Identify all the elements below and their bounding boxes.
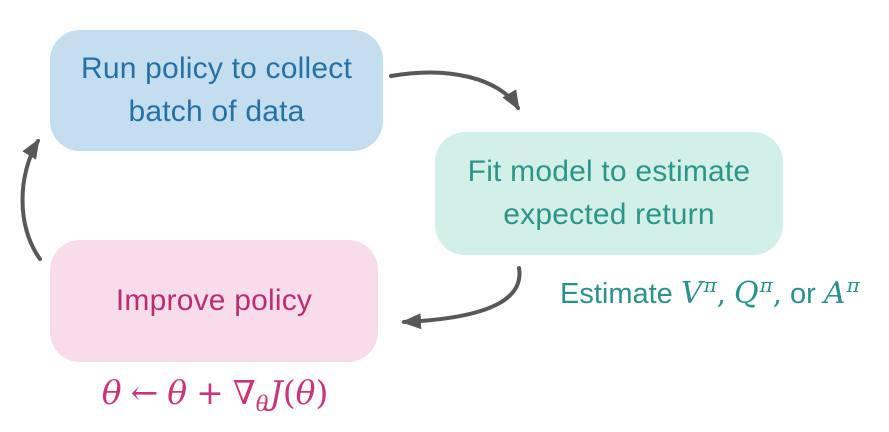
advantage-function-symbol: A — [823, 276, 846, 311]
or-word: or — [790, 278, 816, 310]
arrow-run-to-fit — [389, 70, 520, 111]
improve-policy-label: Improve policy — [115, 283, 313, 317]
run-policy-box: Run policy to collect batch of data — [50, 30, 383, 151]
arrow-improve-to-run — [20, 138, 42, 261]
comma: , — [772, 276, 782, 310]
theta-symbol: θ — [295, 373, 316, 412]
theta-subscript: θ — [255, 392, 269, 416]
pi-superscript: π — [846, 273, 860, 298]
fit-model-box: Fit model to estimate expected return — [435, 132, 783, 255]
fit-model-label-line1: Fit model to estimate — [467, 154, 751, 188]
run-policy-label-line1: Run policy to collect — [81, 51, 352, 85]
plus-operator: + — [196, 373, 224, 412]
objective-function-symbol: J — [269, 373, 283, 412]
comma: , — [716, 276, 726, 310]
left-arrow-operator: ← — [130, 373, 159, 412]
open-paren: ( — [282, 373, 296, 412]
policy-gradient-update-rule: θ←θ+∇θJ(θ) — [50, 373, 380, 415]
estimate-prefix: Estimate — [560, 278, 673, 310]
theta-symbol: θ — [167, 373, 188, 412]
close-paren: ) — [315, 373, 329, 412]
pi-superscript: π — [759, 273, 773, 298]
estimate-annotation: Estimate Vπ, Qπ, or Aπ — [560, 273, 889, 311]
pi-superscript: π — [703, 273, 717, 298]
arrow-fit-to-improve — [401, 266, 522, 330]
nabla-symbol: ∇ — [232, 373, 256, 412]
fit-model-label-line2: expected return — [503, 197, 715, 231]
value-function-symbol: V — [680, 276, 703, 311]
run-policy-label-line2: batch of data — [128, 94, 305, 128]
theta-symbol: θ — [101, 373, 122, 412]
improve-policy-box: Improve policy — [50, 240, 378, 362]
q-function-symbol: Q — [734, 276, 759, 311]
